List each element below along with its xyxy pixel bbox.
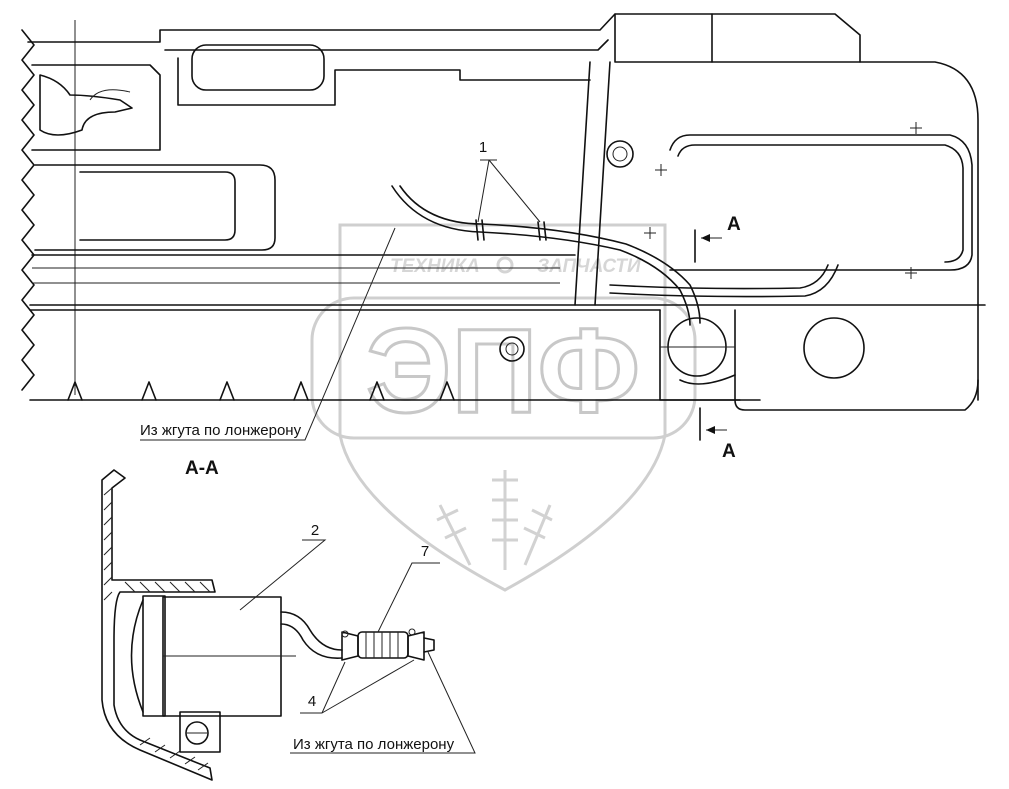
cabin-side-view	[21, 13, 986, 411]
callout-7-label: 7	[421, 543, 429, 560]
harness-note-bottom-label: Из жгута по лонжерону	[293, 736, 455, 753]
callout-4-label: 4	[308, 693, 316, 710]
watermark: ТЕХНИКА ЗАПЧАСТИ ЭПФ	[310, 223, 697, 592]
watermark-gear-icon	[496, 256, 514, 274]
callout-2-label: 2	[311, 522, 319, 539]
watermark-brand-left: ТЕХНИКА	[390, 256, 480, 277]
watermark-logo: ЭПФ	[366, 304, 640, 438]
harness-note-top-label: Из жгута по лонжерону	[140, 422, 302, 439]
harness-note-top: Из жгута по лонжерону	[140, 227, 396, 441]
section-marker-top: A	[727, 214, 741, 235]
callout-1: 1	[477, 139, 541, 223]
wiring-harness	[391, 185, 839, 326]
section-line-a: A A	[694, 214, 741, 462]
callout-2: 2	[239, 522, 327, 611]
section-marker-bottom: A	[722, 441, 736, 462]
watermark-logo-plate	[310, 296, 697, 440]
callout-1-label: 1	[479, 139, 487, 156]
watermark-wheat-icon	[436, 470, 553, 570]
callout-4: 4	[300, 659, 415, 714]
section-title: А-А	[185, 458, 219, 479]
harness-note-bottom: Из жгута по лонжерону	[290, 651, 476, 754]
watermark-brand-right: ЗАПЧАСТИ	[537, 256, 641, 277]
callout-7: 7	[377, 543, 440, 633]
watermark-shield	[338, 223, 667, 592]
section-aa-detail	[101, 469, 435, 781]
